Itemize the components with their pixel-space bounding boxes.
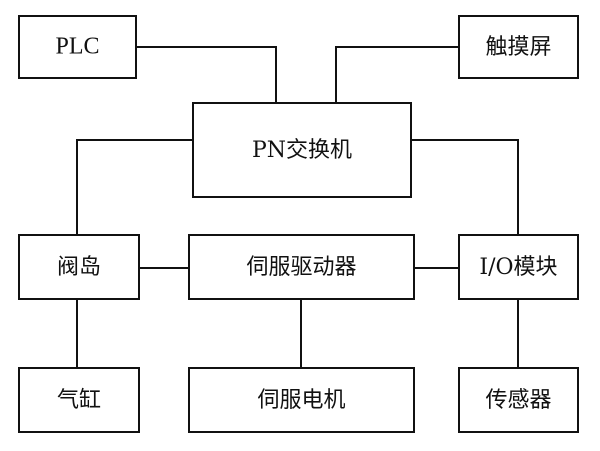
node-plc: PLC: [18, 15, 137, 79]
node-sensor: 传感器: [458, 367, 579, 433]
node-sensor-label: 传感器: [485, 388, 551, 413]
link-pn-switch-io-module: [411, 139, 519, 235]
node-servo-driver: 伺服驱动器: [188, 234, 415, 300]
node-touchscreen-label: 触摸屏: [485, 35, 551, 60]
node-valve-island: 阀岛: [18, 234, 140, 300]
node-cylinder: 气缸: [18, 367, 140, 433]
node-servo-motor: 伺服电机: [188, 367, 415, 433]
node-touchscreen: 触摸屏: [458, 15, 579, 79]
node-cylinder-label: 气缸: [57, 388, 101, 413]
node-pn-switch-label: PN交换机: [252, 138, 352, 163]
node-servo-motor-label: 伺服电机: [257, 388, 345, 413]
node-io-module: I/O模块: [458, 234, 579, 300]
link-pn-switch-valve-island: [76, 139, 193, 235]
link-plc-pn-switch: [136, 46, 277, 103]
link-touchscreen-pn-switch: [335, 46, 459, 103]
connector-lines: [76, 46, 519, 368]
node-servo-driver-label: 伺服驱动器: [246, 255, 356, 280]
node-valve-island-label: 阀岛: [57, 255, 101, 280]
node-io-module-label: I/O模块: [479, 255, 557, 280]
node-plc-label: PLC: [55, 34, 99, 60]
node-pn-switch: PN交换机: [192, 102, 412, 198]
